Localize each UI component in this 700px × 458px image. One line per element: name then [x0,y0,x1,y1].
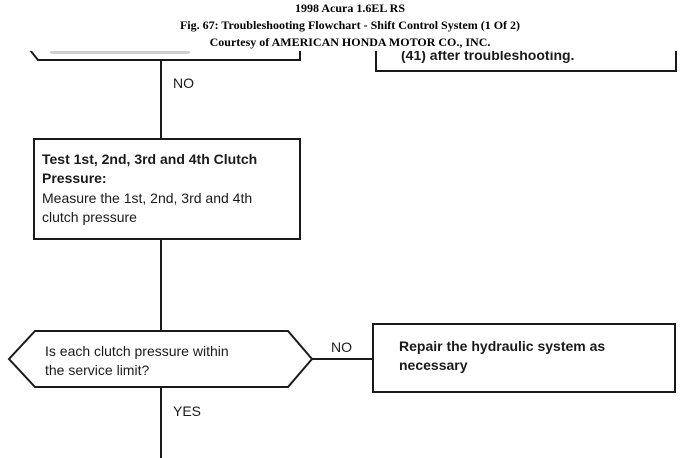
figure-caption: Fig. 67: Troubleshooting Flowchart - Shi… [179,18,521,32]
repair-box-line1: Repair the hydraulic system as [399,338,606,354]
clutch-pressure-decision-shape [7,330,314,388]
test-clutch-pressure-box [33,138,301,240]
vehicle-title: 1998 Acura 1.6EL RS [294,1,405,15]
branch-label-no-right: NO [331,339,352,355]
test-box-body-line1: Measure the 1st, 2nd, 3rd and 4th [42,190,253,206]
branch-label-no-top: NO [173,75,194,91]
test-box-title-line2: Pressure: [42,170,107,186]
branch-label-yes: YES [173,403,202,419]
repair-box-line2: necessary [399,357,468,373]
test-box-body-line2: clutch pressure [42,209,137,225]
decision-text-line1: Is each clutch pressure within [45,343,229,359]
repair-hydraulic-box [372,323,676,393]
top-right-box-text: (41) after troubleshooting. [401,47,575,63]
figure-header: 1998 Acura 1.6EL RS Fig. 67: Troubleshoo… [0,0,700,51]
top-right-box [375,40,677,72]
decision-text-line2: the service limit? [45,362,150,378]
test-box-title-line1: Test 1st, 2nd, 3rd and 4th Clutch [42,151,258,167]
figure-credit: Courtesy of AMERICAN HONDA MOTOR CO., IN… [209,35,491,49]
